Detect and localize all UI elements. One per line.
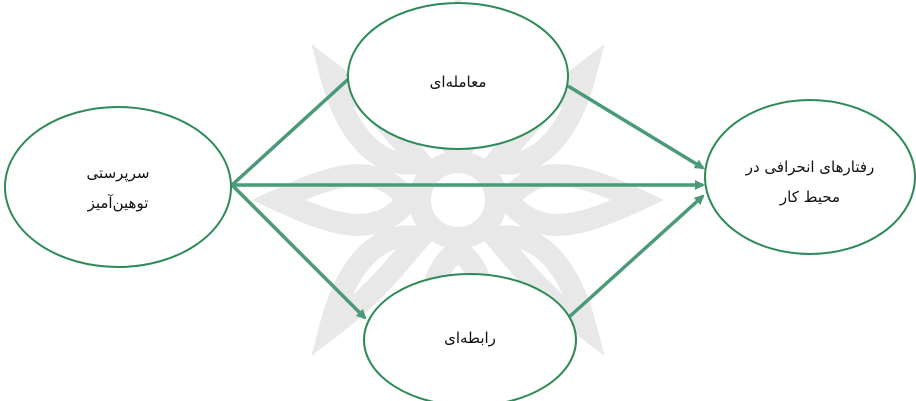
label-abusive-line-1: سرپرستی bbox=[86, 164, 150, 182]
node-relational bbox=[363, 273, 577, 401]
label-deviant-line-1: رفتارهای انحرافی در bbox=[745, 158, 875, 176]
label-relational-line-1: رابطه‌ای bbox=[444, 329, 496, 347]
edge-abusive-to-relational bbox=[230, 183, 367, 320]
edge-relational-to-deviant bbox=[566, 194, 705, 320]
label-relational: رابطه‌ای bbox=[410, 323, 530, 353]
edge-abusive-to-transactional bbox=[230, 71, 357, 187]
label-transactional-line-1: معامله‌ای bbox=[429, 73, 487, 91]
label-transactional: معامله‌ای bbox=[398, 67, 518, 97]
label-deviant-line-2: محیط کار bbox=[779, 188, 841, 206]
node-deviant-behavior bbox=[704, 99, 916, 255]
node-transactional bbox=[347, 2, 569, 150]
nodes bbox=[4, 2, 916, 401]
edge-transactional-to-deviant bbox=[567, 84, 705, 170]
label-abusive-supervision: سرپرستی توهین‌آمیز bbox=[58, 158, 178, 218]
node-abusive-supervision bbox=[4, 106, 232, 268]
label-abusive-line-2: توهین‌آمیز bbox=[87, 194, 149, 212]
label-deviant-behavior: رفتارهای انحرافی در محیط کار bbox=[730, 152, 890, 212]
edges bbox=[230, 71, 705, 320]
